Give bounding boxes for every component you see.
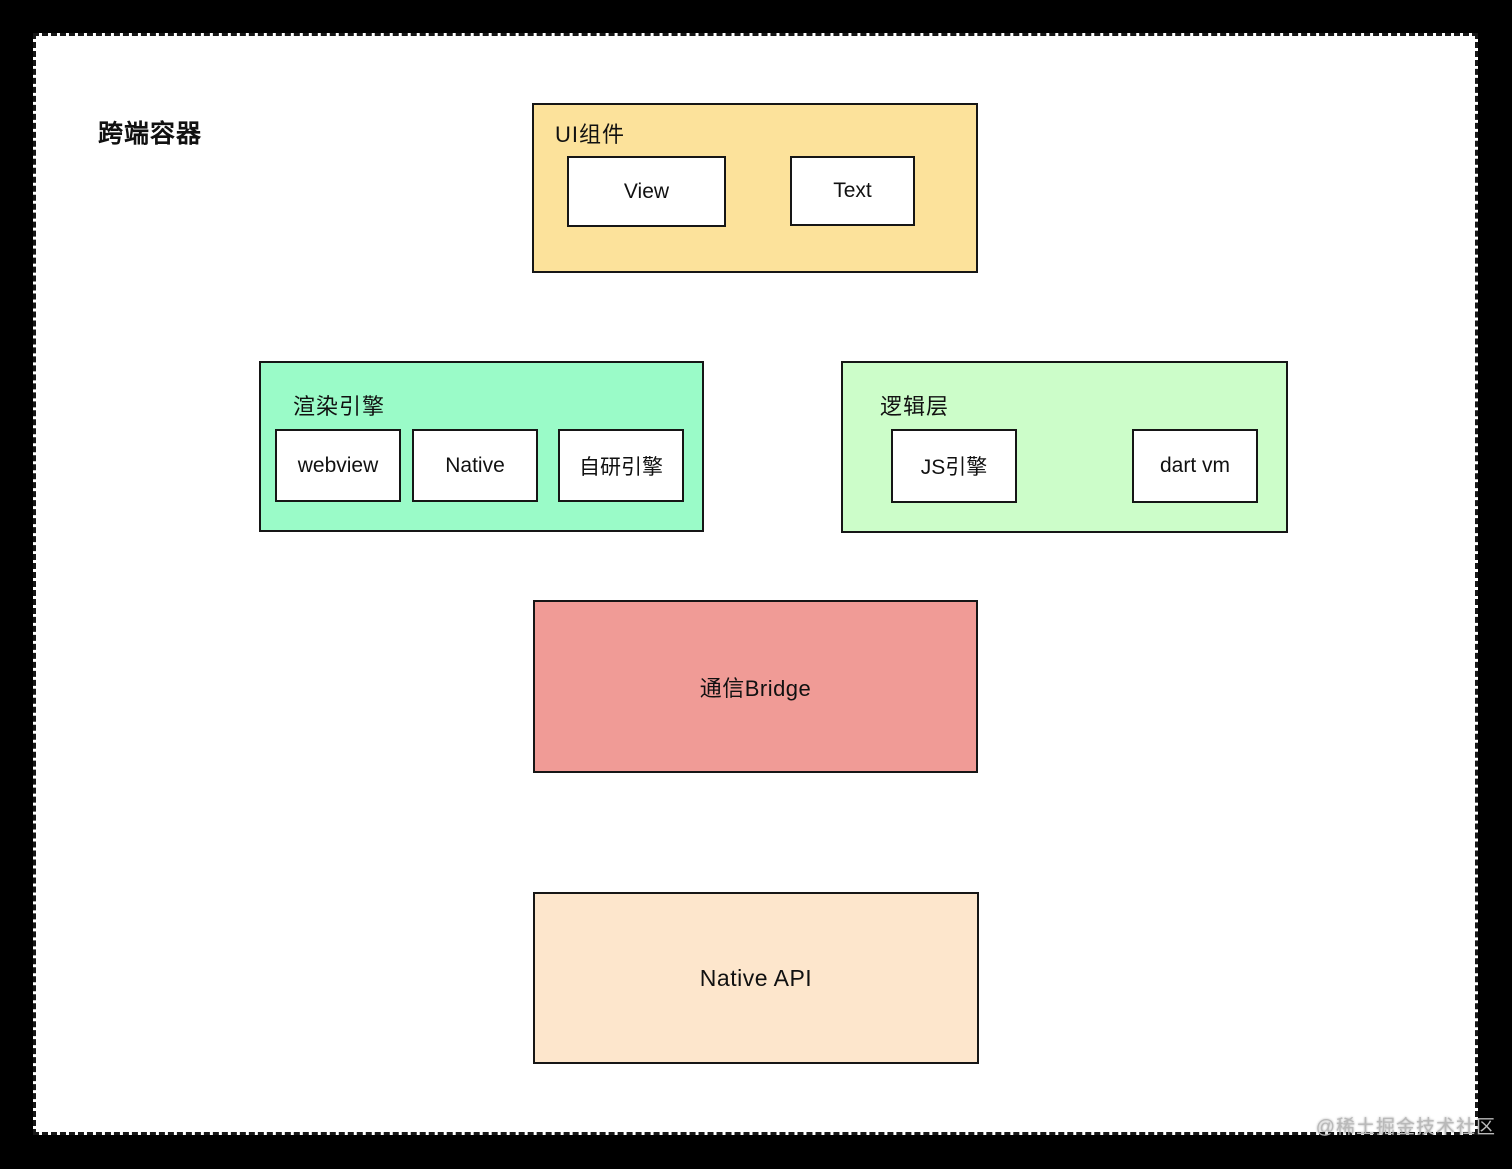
group-logic-layer: 逻辑层 JS引擎 dart vm [841, 361, 1288, 533]
watermark: @稀土掘金技术社区 [1315, 1117, 1496, 1138]
page-title: 跨端容器 [98, 120, 203, 148]
node-webview: webview [275, 429, 401, 502]
group-render-engine-label: 渲染引擎 [293, 394, 386, 419]
diagram-canvas: 跨端容器 UI组件 View Text 渲染引擎 webview Native … [33, 33, 1478, 1135]
group-ui-components: UI组件 View Text [532, 103, 978, 273]
node-dart-vm: dart vm [1132, 429, 1258, 503]
block-communication-bridge: 通信Bridge [533, 600, 978, 773]
node-native: Native [412, 429, 538, 502]
group-ui-components-label: UI组件 [555, 122, 626, 147]
block-native-api: Native API [533, 892, 979, 1064]
node-view: View [567, 156, 726, 227]
node-text: Text [790, 156, 915, 226]
node-custom-engine: 自研引擎 [558, 429, 684, 502]
group-logic-layer-label: 逻辑层 [880, 394, 950, 419]
group-render-engine: 渲染引擎 webview Native 自研引擎 [259, 361, 704, 532]
node-js-engine: JS引擎 [891, 429, 1017, 503]
